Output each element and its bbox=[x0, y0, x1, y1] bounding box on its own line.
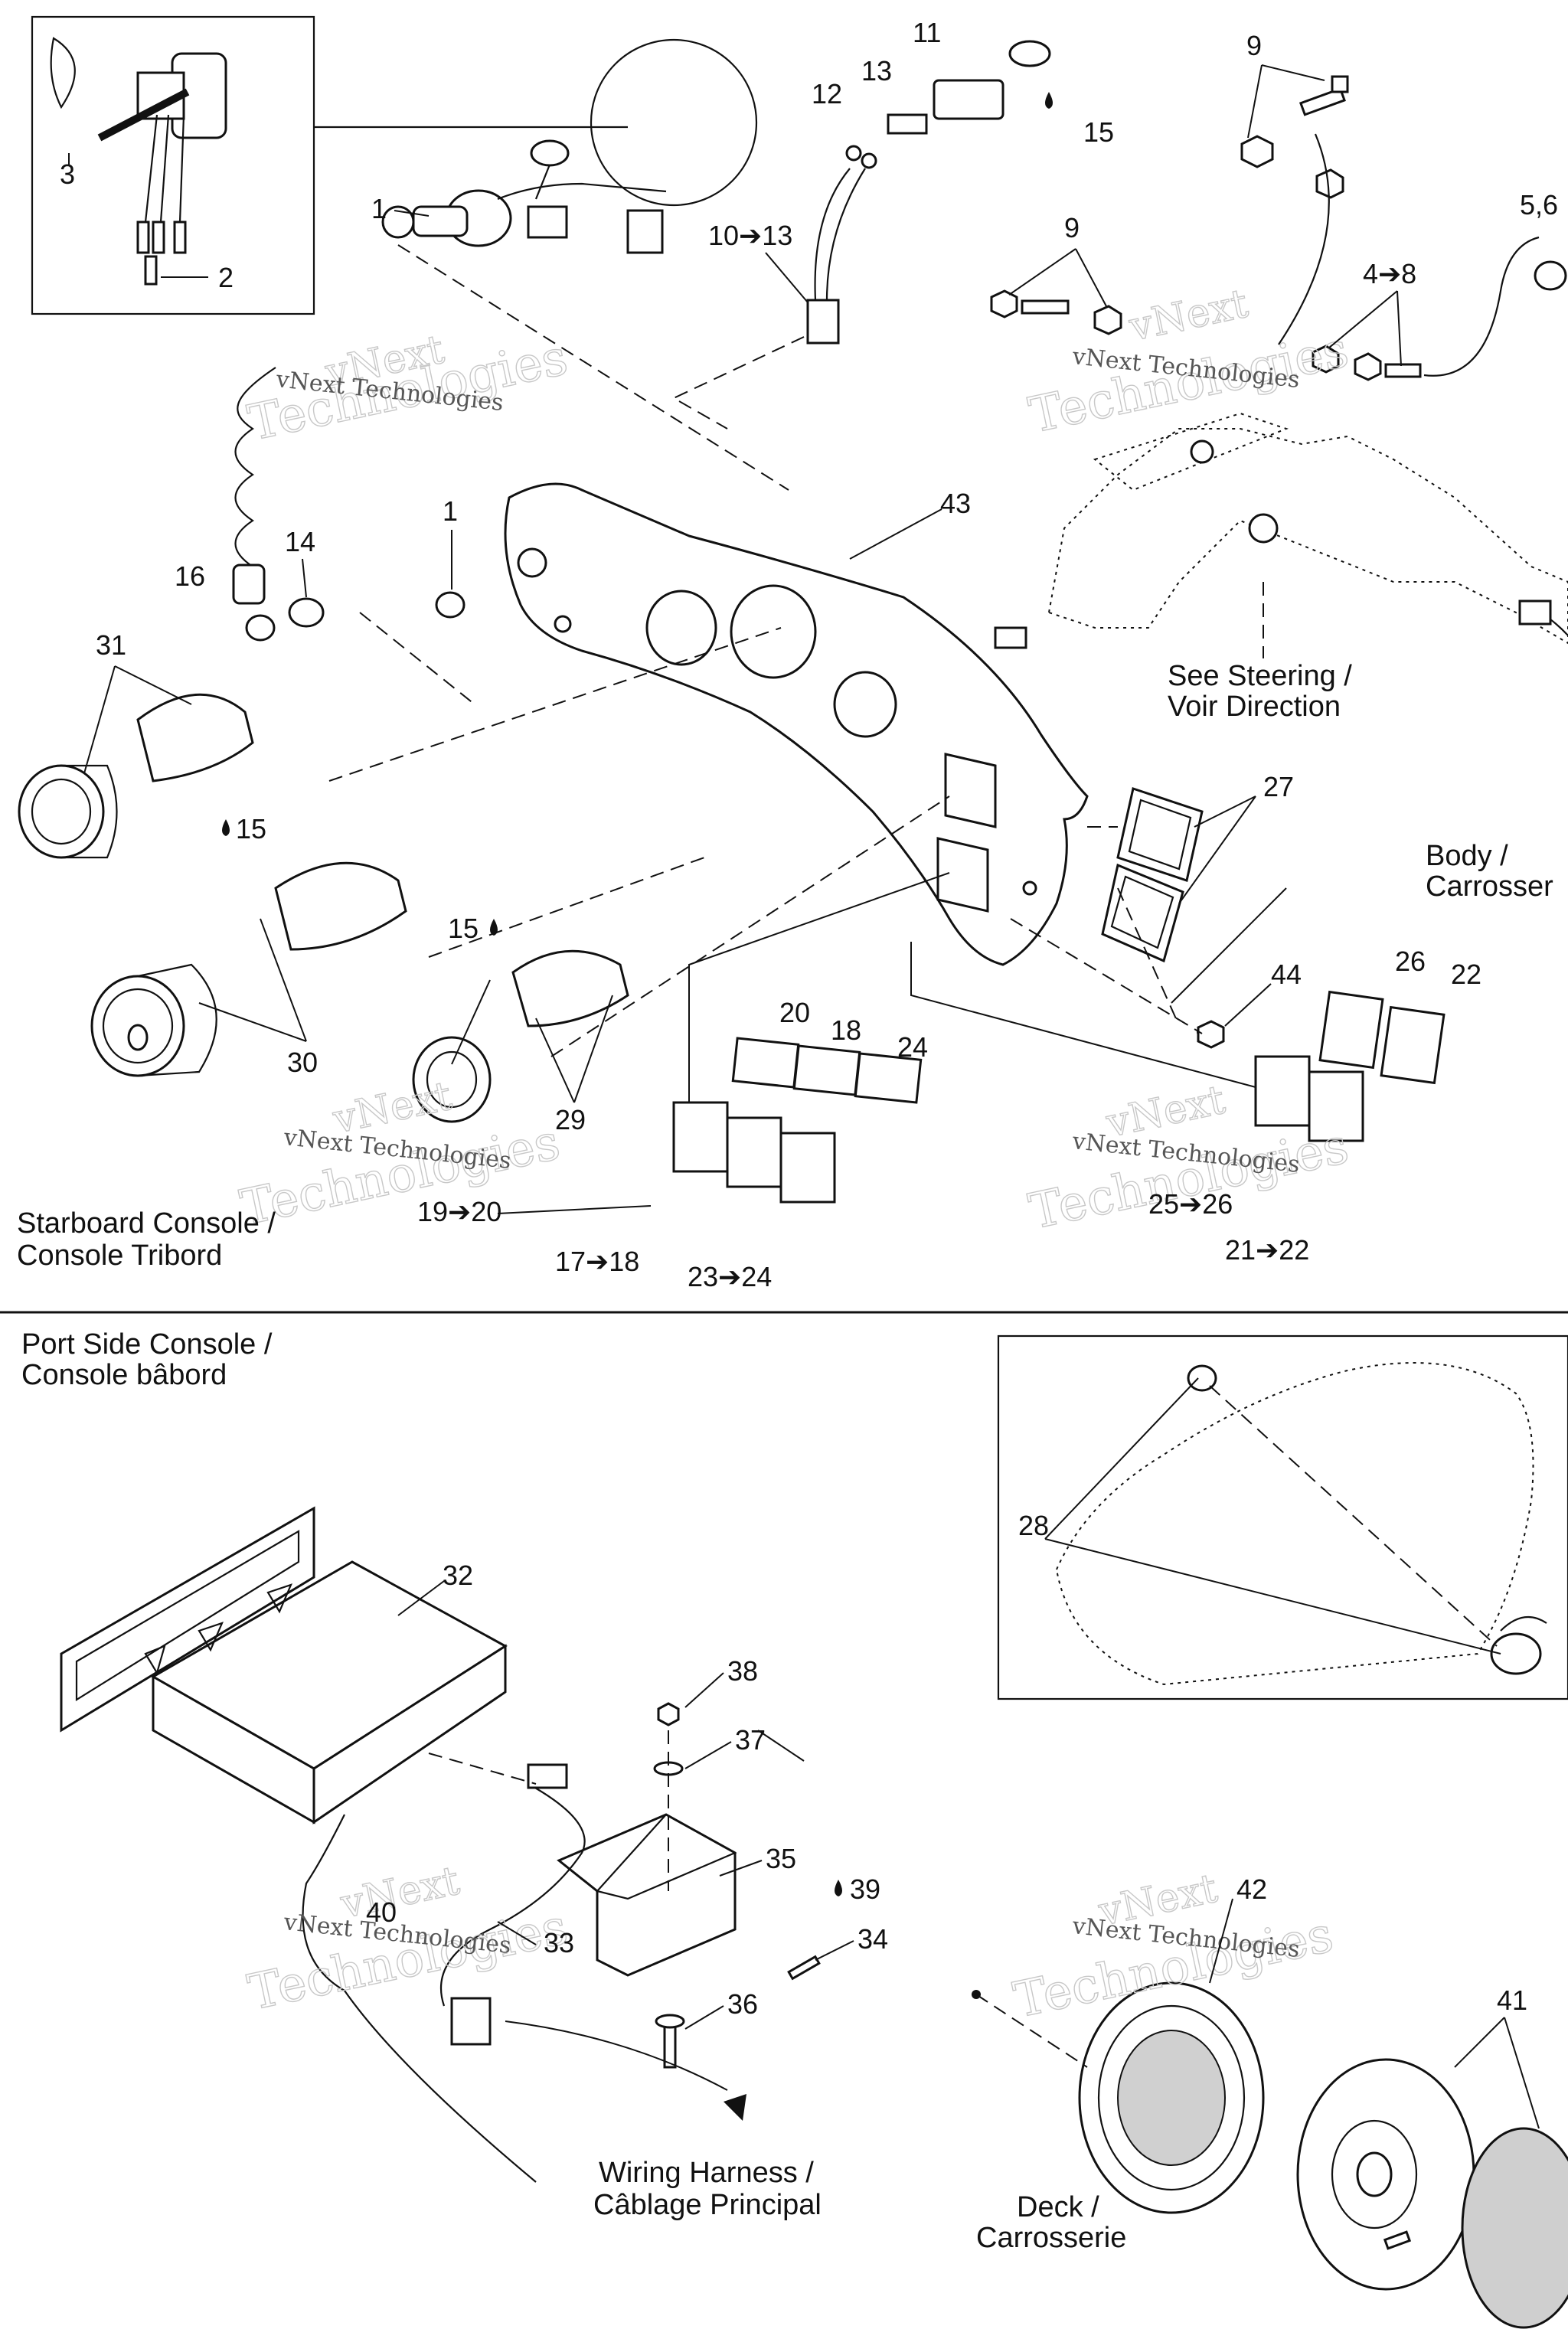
callout-44: 44 bbox=[1271, 959, 1302, 990]
starboard-switches bbox=[672, 990, 1446, 1204]
ignition-switch bbox=[381, 139, 667, 254]
callouts: 1 2 3 1 10➔13 12 13 11 15 9 9 5,6 4➔8 43… bbox=[60, 17, 1558, 2129]
callout-24: 24 bbox=[897, 1031, 928, 1063]
switch-assembly bbox=[806, 40, 1053, 345]
callout-15-lower: 15 bbox=[448, 913, 479, 944]
callout-29: 29 bbox=[555, 1104, 586, 1135]
bracket bbox=[557, 1702, 821, 2069]
callout-19-20: 19➔20 bbox=[417, 1196, 501, 1227]
callout-36: 36 bbox=[727, 1988, 758, 2020]
callout-30: 30 bbox=[287, 1047, 318, 1078]
callout-41: 41 bbox=[1497, 1984, 1527, 2016]
harness-label-en: Wiring Harness / bbox=[599, 2157, 814, 2189]
fasteners-top-right bbox=[990, 75, 1567, 381]
callout-21-22: 21➔22 bbox=[1225, 1234, 1309, 1266]
watermark-text: vNext bbox=[1125, 281, 1252, 351]
callout-35: 35 bbox=[766, 1843, 796, 1874]
steering-assembly bbox=[994, 412, 1568, 658]
callout-9-top: 9 bbox=[1246, 30, 1262, 61]
callout-22: 22 bbox=[1451, 959, 1481, 990]
callout-23-24: 23➔24 bbox=[688, 1261, 772, 1292]
callout-15-gauge: 15 bbox=[236, 813, 266, 844]
callout-37: 37 bbox=[735, 1724, 766, 1756]
callout-11: 11 bbox=[913, 17, 941, 48]
gauges bbox=[18, 591, 629, 1123]
callout-20: 20 bbox=[779, 997, 810, 1028]
port-console-title-fr: Console bâbord bbox=[21, 1359, 227, 1391]
radio-unit bbox=[60, 1506, 508, 1824]
callout-16: 16 bbox=[175, 560, 205, 592]
starboard-console-title-fr: Console Tribord bbox=[17, 1240, 222, 1272]
callout-33: 33 bbox=[544, 1927, 574, 1958]
callout-39: 39 bbox=[850, 1873, 880, 1905]
watermark-text: Technologies bbox=[1024, 322, 1354, 444]
section-labels: See Steering / Voir Direction Body / Car… bbox=[17, 660, 1553, 2254]
callout-13: 13 bbox=[861, 55, 892, 87]
radio-harness bbox=[302, 1763, 746, 2183]
callout-12: 12 bbox=[812, 78, 842, 109]
leader-lines-bottom bbox=[428, 1377, 1501, 1785]
steering-label-fr: Voir Direction bbox=[1168, 691, 1341, 723]
deck-label-en: Deck / bbox=[1017, 2191, 1099, 2223]
dashboard-panel bbox=[504, 482, 1089, 966]
callout-32: 32 bbox=[443, 1560, 473, 1591]
lighter-inset bbox=[997, 1334, 1568, 1700]
callout-1: 1 bbox=[371, 193, 387, 224]
deck-label-fr: Carrosserie bbox=[976, 2222, 1126, 2254]
callout-4-8: 4➔8 bbox=[1363, 258, 1416, 289]
harness-label-fr: Câblage Principal bbox=[593, 2189, 822, 2221]
body-label-fr: Carrosser bbox=[1426, 871, 1553, 903]
callout-15: 15 bbox=[1083, 116, 1114, 148]
callout-40: 40 bbox=[366, 1896, 397, 1928]
indicator-lenses bbox=[1101, 787, 1204, 963]
callout-2: 2 bbox=[218, 262, 234, 293]
leader-lines-top bbox=[328, 244, 1287, 1102]
callout-34: 34 bbox=[858, 1923, 888, 1955]
callout-14: 14 bbox=[285, 526, 315, 557]
callout-10-13: 10➔13 bbox=[708, 220, 792, 251]
callout-27: 27 bbox=[1263, 771, 1294, 802]
steering-label-en: See Steering / bbox=[1168, 660, 1352, 692]
callout-17-18: 17➔18 bbox=[555, 1246, 639, 1277]
speaker-assembly bbox=[972, 1981, 1568, 2329]
ignition-inset bbox=[31, 15, 758, 315]
callout-43: 43 bbox=[940, 488, 971, 519]
callout-3: 3 bbox=[60, 158, 75, 190]
callout-9-mid: 9 bbox=[1064, 212, 1080, 243]
callout-26: 26 bbox=[1395, 946, 1426, 977]
callout-42: 42 bbox=[1236, 1873, 1267, 1905]
callout-25-26: 25➔26 bbox=[1148, 1188, 1233, 1220]
starboard-console-title-en: Starboard Console / bbox=[17, 1207, 276, 1240]
port-console-title-en: Port Side Console / bbox=[21, 1328, 273, 1361]
callout-31: 31 bbox=[96, 629, 126, 661]
body-label-en: Body / bbox=[1426, 840, 1508, 872]
callout-18: 18 bbox=[831, 1014, 861, 1046]
lanyard bbox=[232, 367, 276, 642]
callout-28: 28 bbox=[1018, 1510, 1049, 1541]
callout-38: 38 bbox=[727, 1655, 758, 1687]
callout-5-6: 5,6 bbox=[1520, 189, 1558, 220]
callout-1-panel: 1 bbox=[443, 495, 458, 527]
